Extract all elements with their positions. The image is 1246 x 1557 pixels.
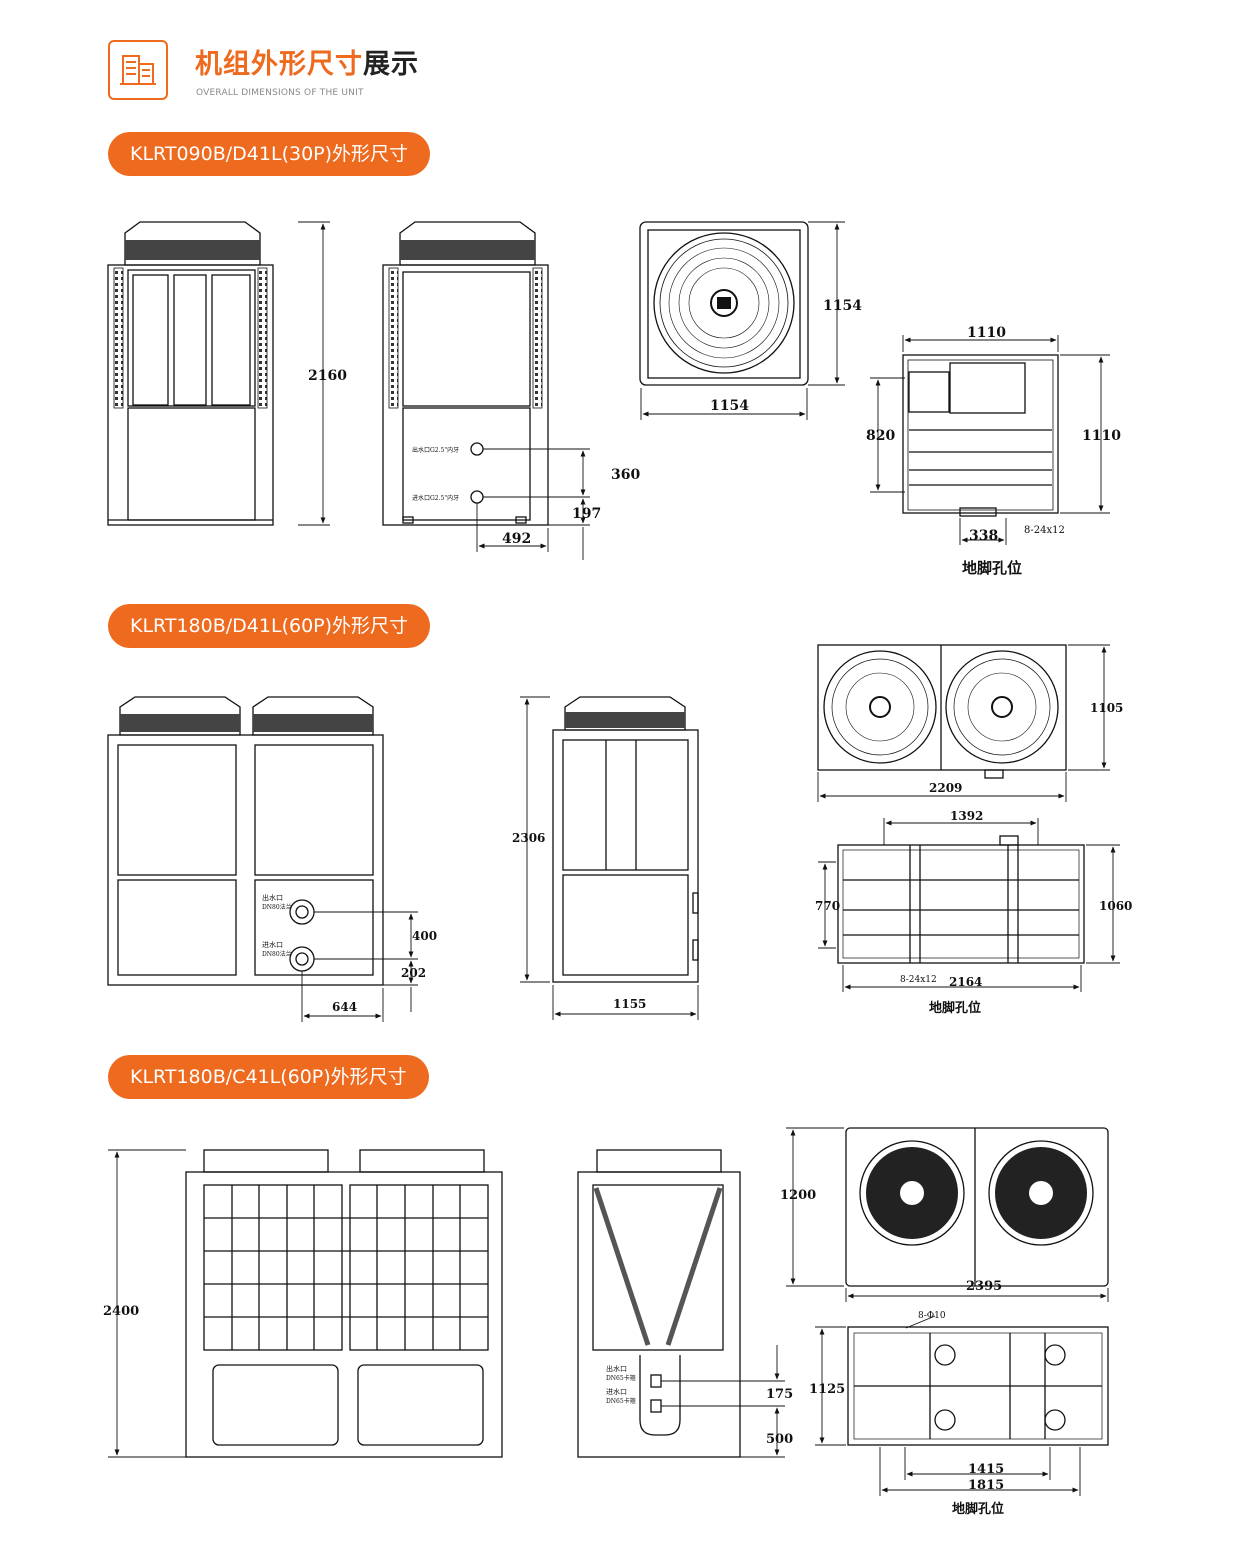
- s2-dim-height: 2306: [512, 831, 545, 845]
- s3-dim-pipe-upper: 175: [766, 1387, 793, 1402]
- s3-dim-height: 2400: [103, 1304, 139, 1319]
- s3-dim-pipe-lower: 500: [766, 1432, 793, 1447]
- s3-outlet-label-a: 出水口: [606, 1364, 627, 1373]
- s1-front-view: [107, 221, 274, 526]
- s1-outlet-label: 出水口G2.5"内牙: [412, 446, 459, 454]
- s2-dim-base-inner: 770: [815, 899, 840, 913]
- section-title-2: KLRT180B/D41L(60P)外形尺寸: [108, 604, 431, 648]
- s2-base-plan: [837, 835, 1085, 964]
- s2-dim-top-height: 1105: [1090, 701, 1123, 715]
- s3-dim-span-inner: 1415: [968, 1462, 1004, 1477]
- s1-dim-base-height: 1110: [1082, 428, 1121, 444]
- s3-top-view: [845, 1127, 1109, 1287]
- s2-dim-base-width: 2164: [949, 975, 982, 989]
- s1-base-plan: [902, 354, 1059, 517]
- s2-inlet-label-b: DN80法兰: [262, 950, 292, 958]
- s1-foot-holes: 8-24x12: [1024, 525, 1065, 536]
- s3-inlet-label-a: 进水口: [606, 1387, 627, 1396]
- s2-dim-base-span: 1392: [950, 809, 983, 823]
- s1-dim-base-inner: 820: [866, 428, 895, 444]
- s3-inlet-label-b: DN65卡箍: [606, 1397, 636, 1405]
- s1-dim-base-width: 1110: [967, 325, 1006, 341]
- title-main: 机组外形尺寸: [195, 49, 363, 80]
- s2-dim-base-height: 1060: [1099, 899, 1132, 913]
- s1-dim-pipe-low: 197: [572, 506, 601, 522]
- s1-inlet-label: 进水口G2.5"内牙: [412, 494, 459, 502]
- s1-foot-label: 地脚孔位: [962, 559, 1022, 577]
- s1-dim-foot-span: 338: [969, 528, 998, 544]
- s2-foot-holes: 8-24x12: [900, 975, 937, 985]
- s1-dim-pipe-span: 360: [611, 467, 640, 483]
- s3-outlet-label-b: DN65卡箍: [606, 1374, 636, 1382]
- s2-front-view: [107, 696, 384, 986]
- section-title-3: KLRT180B/C41L(60P)外形尺寸: [108, 1055, 429, 1099]
- s1-dim-top-side: 1154: [823, 298, 862, 314]
- s2-dim-pipe-upper: 400: [412, 929, 437, 943]
- s2-foot-label: 地脚孔位: [929, 1000, 981, 1016]
- s3-side-view: [577, 1149, 741, 1458]
- title-accent: 展示: [363, 49, 419, 80]
- s2-dim-pipe-lower: 202: [401, 966, 426, 980]
- s3-foot-label: 地脚孔位: [952, 1501, 1004, 1517]
- s2-dim-top-width: 2209: [929, 781, 962, 795]
- building-icon: [108, 40, 168, 100]
- s2-dim-pipe-offset: 644: [332, 1000, 357, 1014]
- section-title-1: KLRT090B/D41L(30P)外形尺寸: [108, 132, 431, 176]
- page-subtitle: OVERALL DIMENSIONS OF THE UNIT: [196, 88, 364, 98]
- s2-outlet-label-b: DN80法兰: [262, 903, 292, 911]
- s2-top-view: [817, 644, 1067, 779]
- s3-dim-base-height: 1125: [809, 1382, 845, 1397]
- s2-inlet-label-a: 进水口: [262, 940, 283, 949]
- s3-dim-top-height: 1200: [780, 1188, 816, 1203]
- s3-dim-span-outer: 1815: [968, 1478, 1004, 1493]
- page-title: 机组外形尺寸展示: [195, 42, 419, 81]
- s1-side-view: [382, 221, 549, 526]
- s3-dim-top-width: 2395: [966, 1279, 1002, 1294]
- s1-dim-top-width: 1154: [710, 398, 749, 414]
- s1-top-view: [639, 221, 809, 386]
- s2-outlet-label-a: 出水口: [262, 893, 283, 902]
- s3-base-plan: [847, 1326, 1109, 1446]
- s1-dim-pipe-offset: 492: [502, 531, 531, 547]
- s2-side-view: [552, 696, 699, 983]
- s3-foot-holes: 8-Φ10: [918, 1311, 946, 1321]
- s2-dim-side-width: 1155: [613, 997, 646, 1011]
- s3-front-view: [185, 1149, 503, 1458]
- s1-dim-height: 2160: [308, 368, 347, 384]
